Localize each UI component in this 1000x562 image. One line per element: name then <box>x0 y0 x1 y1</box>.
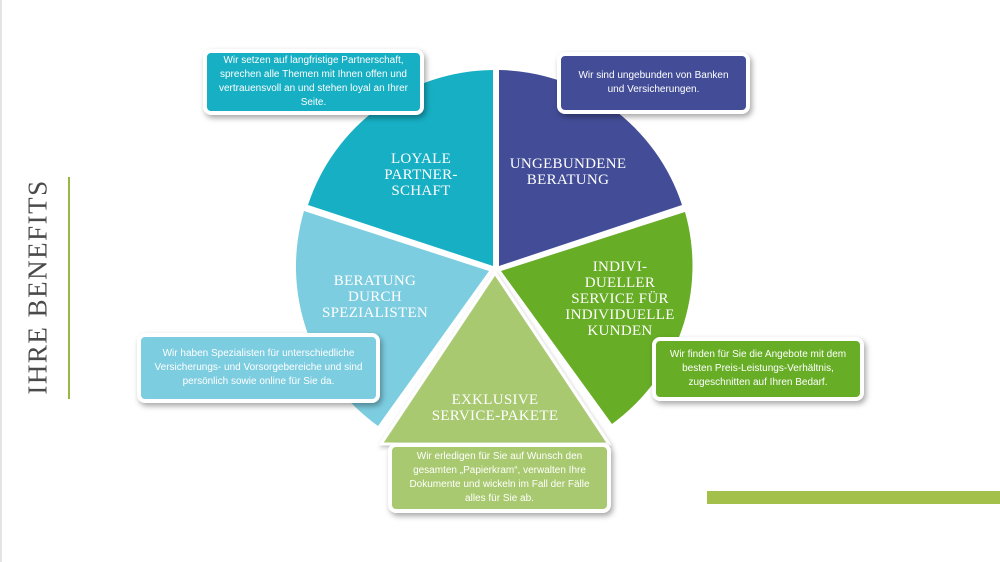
segment-label-loyale: Loyale Partner- schaft <box>384 151 458 199</box>
accent-bar <box>707 491 1000 504</box>
segment-individueller-service <box>501 212 693 424</box>
callout-text: Wir setzen auf langfristige Partnerschaf… <box>218 55 408 108</box>
segment-loyale-partnerschaft <box>308 70 493 266</box>
callout-text: Wir sind ungebunden von Banken und Versi… <box>578 70 729 95</box>
callout-individueller-service: Wir finden für Sie die Angebote mit dem … <box>652 337 864 401</box>
callout-text: Wir haben Spezialisten für unterschiedli… <box>154 348 363 387</box>
callout-exklusive-service-pakete: Wir erledigen für Sie auf Wunsch den ges… <box>388 443 611 513</box>
callout-beratung-spezialisten: Wir haben Spezialisten für unterschiedli… <box>137 333 380 403</box>
callout-ungebundene-beratung: Wir sind ungebunden von Banken und Versi… <box>557 52 750 114</box>
callout-text: Wir erledigen für Sie auf Wunsch den ges… <box>409 451 590 504</box>
segment-ungebundene-beratung <box>499 70 682 266</box>
callout-text: Wir finden für Sie die Angebote mit dem … <box>669 349 847 388</box>
callout-loyale-partnerschaft: Wir setzen auf langfristige Partnerschaf… <box>203 49 424 115</box>
segment-label-individueller: Indivi- dueller Service für individuelle… <box>565 259 675 339</box>
page-left-edge <box>0 0 2 562</box>
segment-label-beratung: Beratung durch Spezialisten <box>321 273 429 321</box>
title-divider <box>68 177 70 399</box>
segment-label-exklusive: Exklusive Service-Pakete <box>431 392 559 424</box>
segment-label-ungebundene: Ungebundene Beratung <box>509 156 627 188</box>
